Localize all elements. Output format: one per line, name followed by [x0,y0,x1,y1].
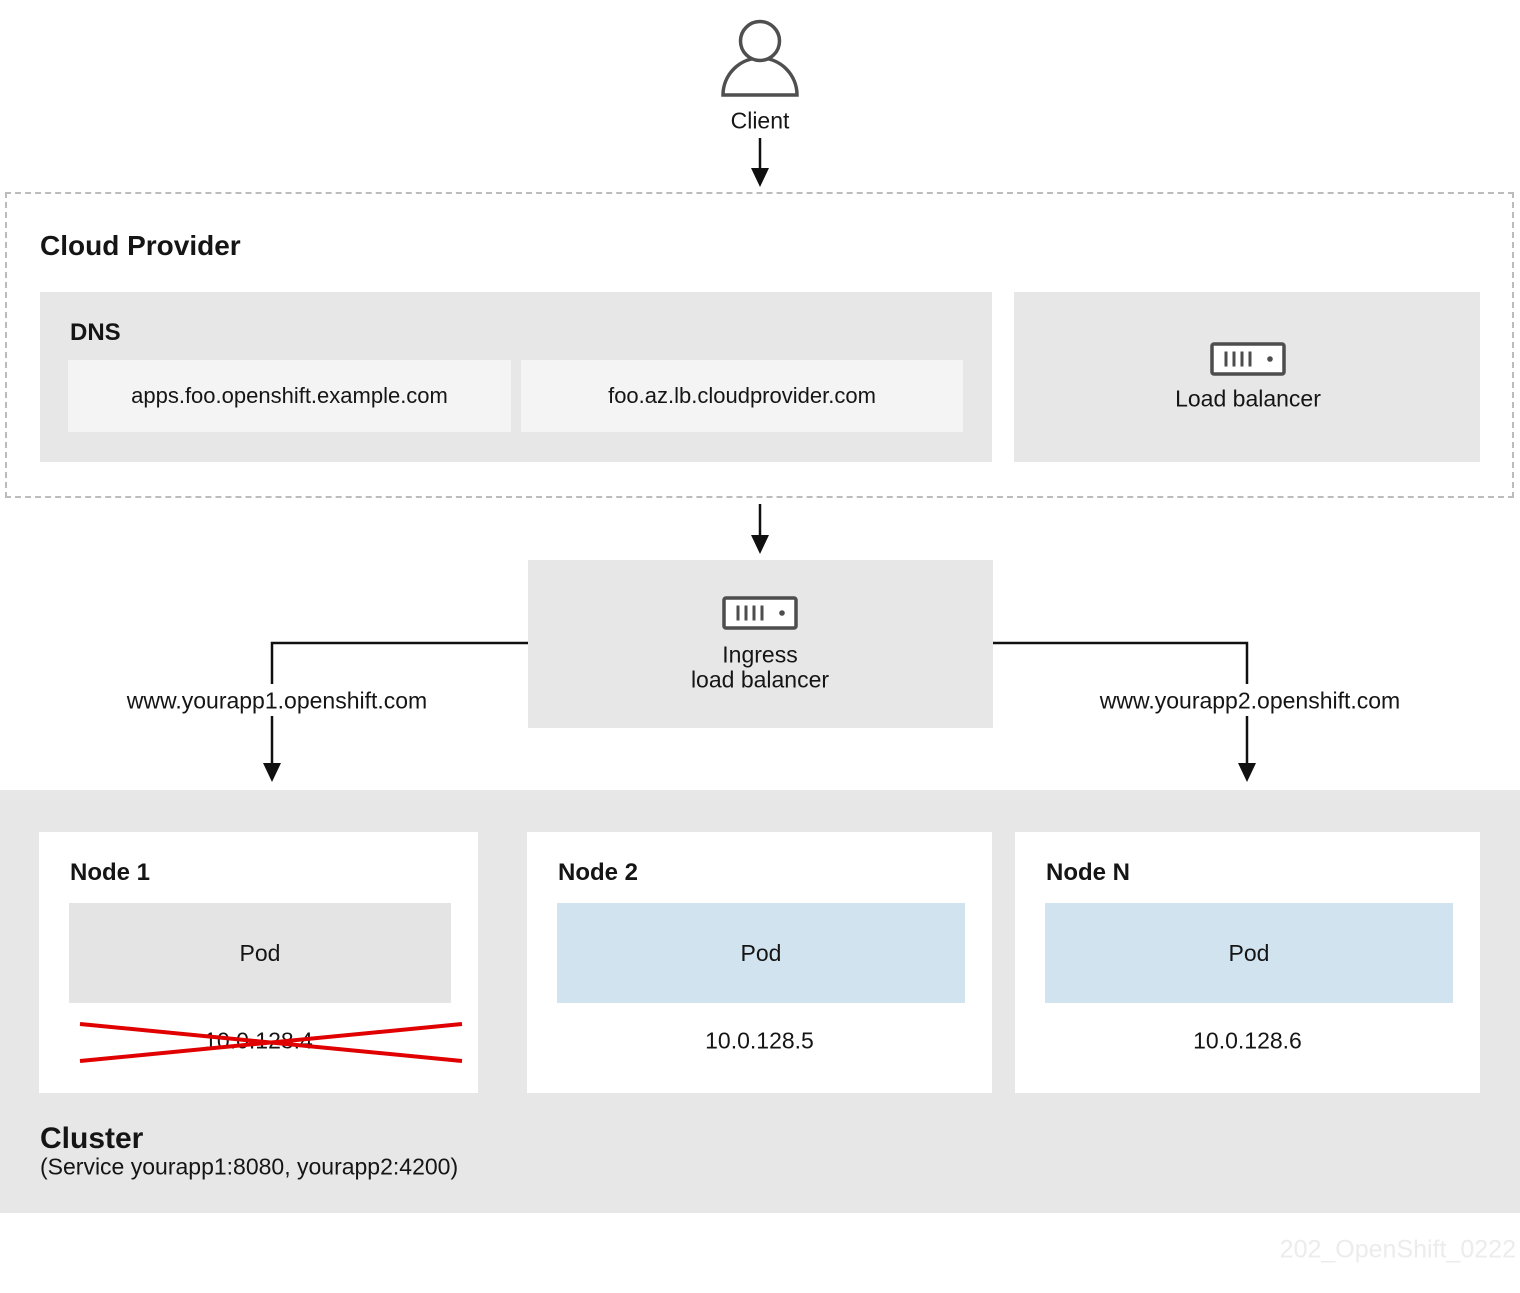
node-n-box: Node N Pod 10.0.128.6 [1015,832,1480,1093]
node-title: Node 1 [70,859,151,886]
pod-box: Pod [1045,903,1453,1003]
node-title: Node N [1046,859,1130,886]
cluster-subtitle: (Service yourapp1:8080, yourapp2:4200) [40,1153,459,1180]
node-1-box: Node 1 Pod 10.0.128.4 [39,832,478,1093]
dns-entry-label: apps.foo.openshift.example.com [131,383,448,408]
route-label-yourapp1: www.yourapp1.openshift.com [126,687,428,714]
node-title: Node 2 [558,859,639,886]
client-label: Client [730,107,790,134]
dns-entry-lb: foo.az.lb.cloudprovider.com [521,360,963,432]
node-2-box: Node 2 Pod 10.0.128.5 [527,832,992,1093]
client-icon [721,19,799,97]
arrow-client-to-cloud [751,138,769,187]
route-label-yourapp2: www.yourapp2.openshift.com [1099,687,1401,714]
load-balancer-box [1014,292,1480,462]
pod-label: Pod [1228,939,1270,966]
node-ip: 10.0.128.4 [204,1027,313,1054]
arrow-cloud-to-ingress [751,504,769,554]
cluster-title: Cluster [40,1122,144,1155]
load-balancer-label: Load balancer [1175,385,1321,412]
cloud-provider-title: Cloud Provider [40,230,241,261]
watermark: 202_OpenShift_0222 [1279,1235,1516,1264]
pod-label: Pod [239,939,281,966]
ingress-label-line1: Ingress [722,641,798,668]
ingress-label-line2: load balancer [690,666,830,693]
ingress-load-balancer-box [528,560,993,728]
node-ip: 10.0.128.6 [1193,1027,1302,1054]
dns-entry-label: foo.az.lb.cloudprovider.com [608,383,876,408]
dns-title: DNS [70,319,121,346]
pod-box: Pod [557,903,965,1003]
node-ip: 10.0.128.5 [705,1027,814,1054]
dns-entry-apps: apps.foo.openshift.example.com [68,360,511,432]
pod-box: Pod [69,903,451,1003]
pod-label: Pod [740,939,782,966]
